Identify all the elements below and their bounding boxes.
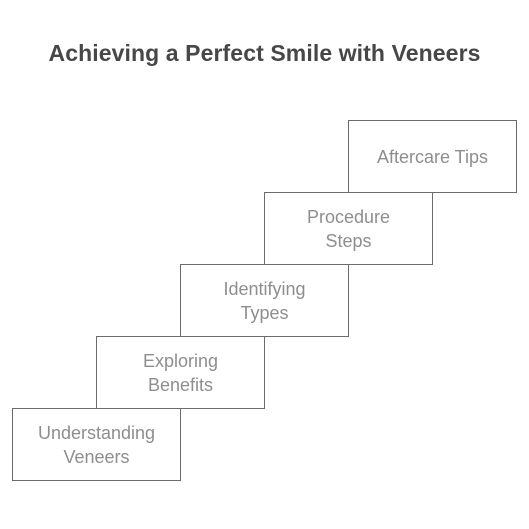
step-label: Understanding Veneers <box>37 422 156 467</box>
step-identifying-types: Identifying Types <box>180 264 349 337</box>
diagram-title: Achieving a Perfect Smile with Veneers <box>48 40 481 66</box>
step-aftercare-tips: Aftercare Tips <box>348 120 517 193</box>
step-label: Procedure Steps <box>306 206 391 251</box>
step-procedure-steps: Procedure Steps <box>264 192 433 265</box>
step-label: Identifying Types <box>223 278 306 323</box>
step-understanding-veneers: Understanding Veneers <box>12 408 181 481</box>
step-label: Aftercare Tips <box>376 146 489 167</box>
step-label: Exploring Benefits <box>142 350 219 395</box>
step-exploring-benefits: Exploring Benefits <box>96 336 265 409</box>
